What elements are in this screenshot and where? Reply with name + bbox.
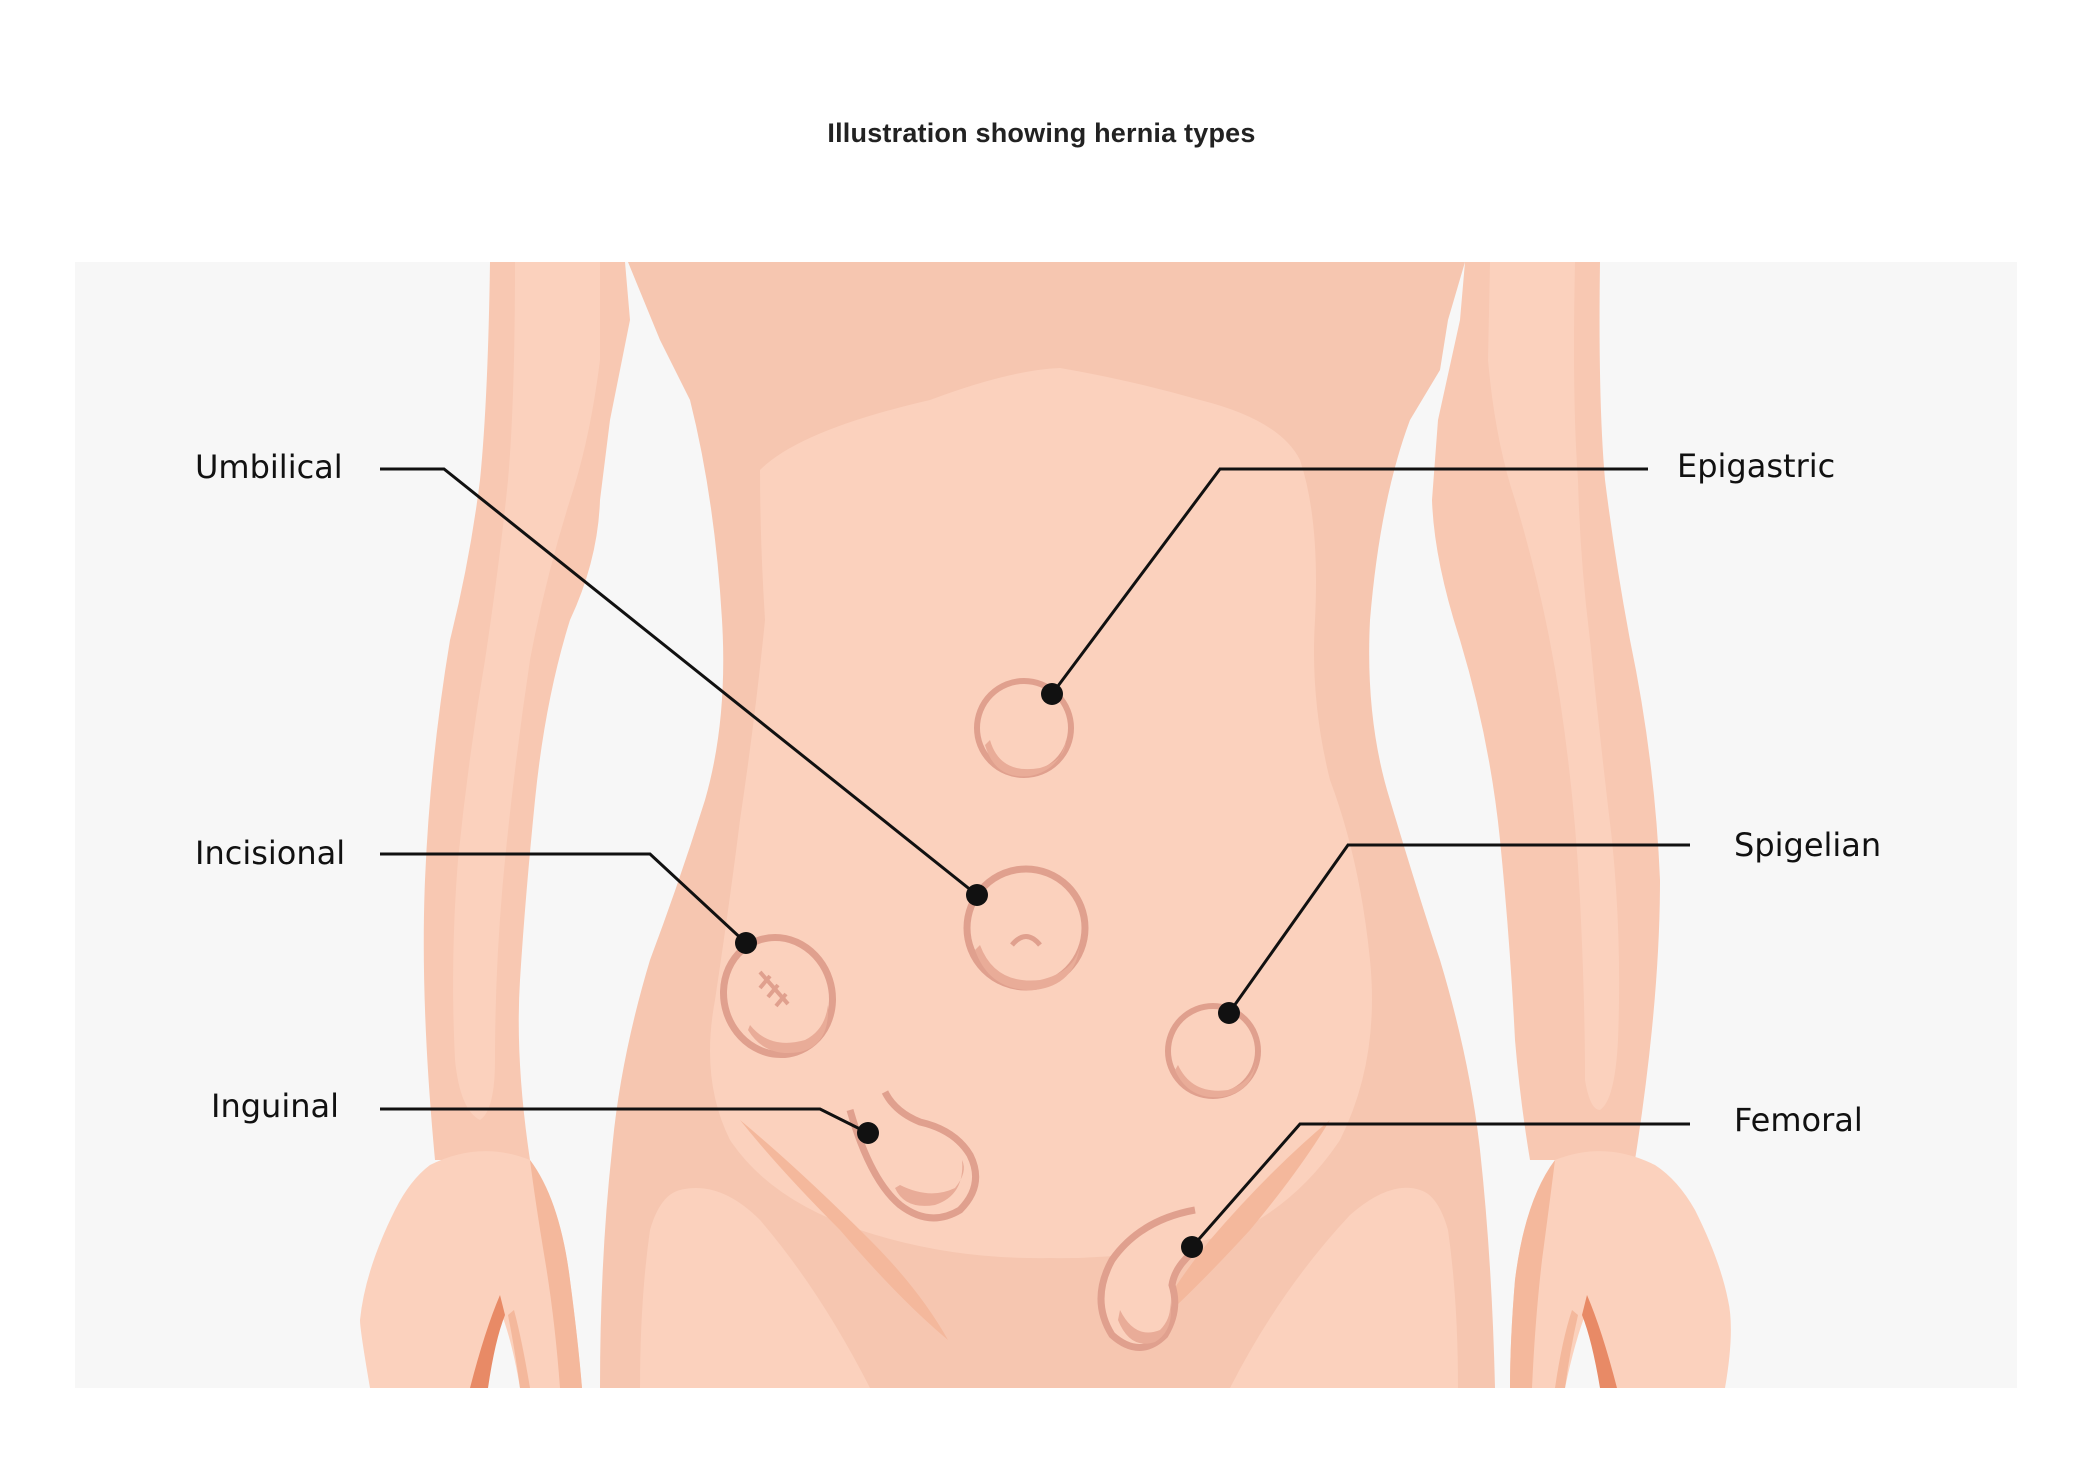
- spigelian-leader: [1227, 843, 1690, 1014]
- femoral-dot: [1181, 1236, 1203, 1258]
- right-fingers-light: [1555, 1310, 1578, 1388]
- left-groin-crease: [740, 1120, 948, 1340]
- diagram-title: Illustration showing hernia types: [827, 118, 1256, 148]
- umbilical-hernia: [963, 865, 1089, 991]
- label-umbilical: Umbilical: [195, 448, 343, 486]
- spigelian-dot: [1218, 1002, 1240, 1024]
- right-hand-shadow: [1510, 1160, 1555, 1388]
- epigastric-leader: [1050, 467, 1648, 695]
- umbilical-dot: [966, 884, 988, 906]
- incisional-hernia: [720, 933, 836, 1059]
- epigastric-dot: [1041, 683, 1063, 705]
- incisional-leader: [380, 852, 748, 945]
- inguinal-hernia: [846, 1090, 980, 1222]
- femoral-hernia: [1097, 1206, 1201, 1351]
- inguinal-leader: [380, 1107, 869, 1135]
- label-inguinal: Inguinal: [211, 1087, 339, 1125]
- torso-highlight: [710, 368, 1372, 1259]
- left-fingers: [470, 1295, 505, 1388]
- label-epigastric: Epigastric: [1677, 447, 1835, 485]
- pointer-dots: [735, 683, 1240, 1258]
- femoral-leader: [1190, 1122, 1690, 1248]
- epigastric-hernia: [974, 678, 1074, 778]
- incision-stitches: [758, 970, 790, 1008]
- left-fingers-light: [508, 1310, 530, 1388]
- left-hand-shadow: [530, 1160, 582, 1388]
- umbilical-leader: [380, 467, 978, 897]
- leader-lines: [380, 467, 1690, 1248]
- right-hand: [1510, 1151, 1731, 1388]
- spigelian-hernia: [1165, 1003, 1261, 1099]
- label-femoral: Femoral: [1734, 1101, 1863, 1139]
- label-incisional: Incisional: [195, 834, 345, 872]
- left-hand: [360, 1151, 582, 1388]
- label-spigelian: Spigelian: [1734, 826, 1881, 864]
- inguinal-dot: [857, 1122, 879, 1144]
- right-fingers: [1582, 1295, 1617, 1388]
- left-arm-highlight: [453, 262, 600, 1120]
- right-thigh: [1230, 1187, 1458, 1388]
- right-groin-crease: [1150, 1120, 1330, 1330]
- right-arm-highlight: [1488, 262, 1620, 1110]
- left-thigh: [640, 1188, 870, 1388]
- incisional-dot: [735, 932, 757, 954]
